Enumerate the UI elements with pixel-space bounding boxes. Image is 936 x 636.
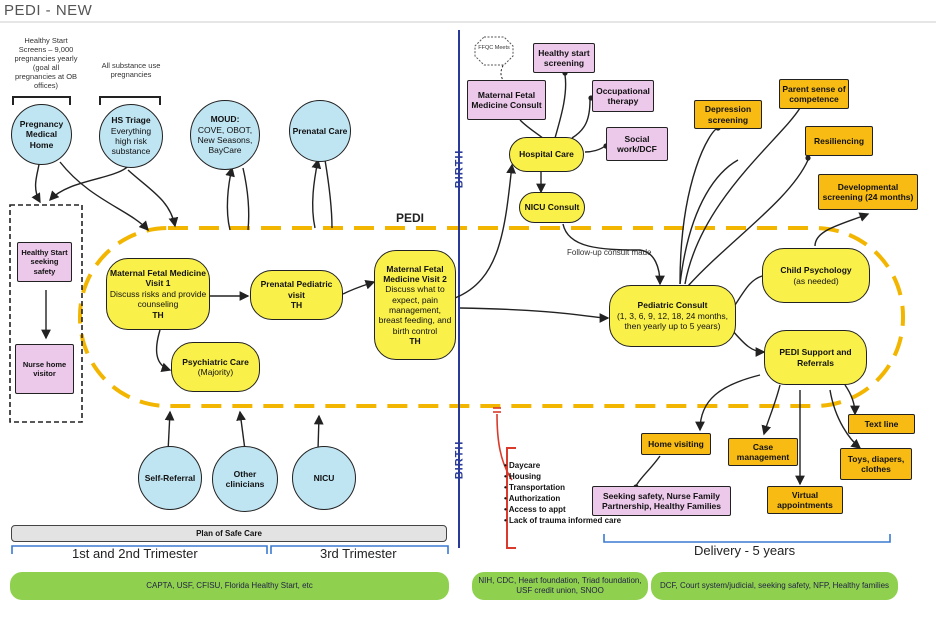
nurse-home-visitor-node[interactable]: Nurse home visitor: [15, 344, 74, 394]
birth-label-top: BIRTH: [453, 149, 466, 189]
parent-sense-of-competence-node[interactable]: Parent sense of competence: [779, 79, 849, 109]
nicu-consult-node[interactable]: NICU Consult: [519, 192, 585, 223]
psychiatric-care-body: (Majority): [197, 367, 234, 377]
note-substance-use: All substance use pregnancies: [101, 61, 161, 79]
resiliencing-node[interactable]: Resiliencing: [805, 126, 873, 156]
ffqc-octagon: [474, 36, 514, 66]
pediatric-consult-node[interactable]: Pediatric Consult (1, 3, 6, 9, 12, 18, 2…: [609, 285, 736, 347]
case-management-node[interactable]: Case management: [728, 438, 798, 466]
prenatal-care-node[interactable]: Prenatal Care: [289, 100, 351, 162]
virtual-appointments-node[interactable]: Virtual appointments: [767, 486, 843, 514]
prenatal-pediatric-visit-title: Prenatal Pediatric visit: [260, 279, 333, 300]
moud-body: COVE, OBOT, New Seasons, BayCare: [197, 124, 253, 156]
pedi-boundary: [78, 226, 905, 408]
self-referral-node[interactable]: Self-Referral: [138, 446, 202, 510]
home-visit-box: [9, 204, 83, 423]
child-psychology-title: Child Psychology: [780, 265, 852, 276]
trimester-1-2-label: 1st and 2nd Trimester: [72, 546, 198, 561]
mfm-visit-2-body: Discuss what to expect, pain management,…: [378, 284, 452, 336]
prenatal-pediatric-visit-node[interactable]: Prenatal Pediatric visit TH: [250, 270, 343, 320]
mfm-visit-1-title: Maternal Fetal Medicine Visit 1: [110, 268, 206, 289]
note-ffqc: FFQC Meets: [478, 45, 510, 51]
pregnancy-medical-home-node[interactable]: Pregnancy Medical Home: [11, 104, 72, 165]
birth-label-bottom: BIRTH: [453, 440, 466, 480]
note-followup: Follow-up consult made: [567, 248, 652, 257]
mfm-visit-1-node[interactable]: Maternal Fetal Medicine Visit 1 Discuss …: [106, 258, 210, 330]
barrier-item: Lack of trauma informed care: [504, 515, 621, 526]
pedi-label: PEDI: [396, 211, 425, 225]
depression-screening-node[interactable]: Depression screening: [694, 100, 762, 129]
mfm-visit-2-th: TH: [409, 336, 421, 347]
developmental-screening-node[interactable]: Developmental screening (24 months): [818, 174, 918, 210]
hs-triage-body: Everything high risk substance: [110, 125, 152, 157]
text-line-node[interactable]: Text line: [848, 414, 915, 434]
child-psychology-body: (as needed): [793, 275, 839, 286]
barrier-item: Access to appt: [504, 504, 621, 515]
other-clinicians-node[interactable]: Other clinicians: [212, 446, 278, 512]
funders-mid-bar: NIH, CDC, Heart foundation, Triad founda…: [472, 572, 648, 600]
healthy-start-screening-node[interactable]: Healthy start screening: [533, 43, 595, 73]
psychiatric-care-node[interactable]: Psychiatric Care (Majority): [171, 342, 260, 392]
prenatal-pediatric-visit-th: TH: [290, 300, 303, 311]
plan-of-safe-care-bar: Plan of Safe Care: [11, 525, 447, 542]
pediatric-consult-body: (1, 3, 6, 9, 12, 18, 24 months, then yea…: [616, 310, 729, 332]
mfm-visit-1-th: TH: [152, 309, 164, 320]
mfm-consult-node[interactable]: Maternal Fetal Medicine Consult: [467, 80, 546, 120]
mfm-visit-1-body: Discuss risks and provide counseling: [109, 288, 207, 310]
nicu-node[interactable]: NICU: [292, 446, 356, 510]
mfm-visit-2-node[interactable]: Maternal Fetal Medicine Visit 2 Discuss …: [374, 250, 456, 360]
healthy-start-seeking-safety-node[interactable]: Healthy Start seeking safety: [17, 242, 72, 282]
hospital-care-node[interactable]: Hospital Care: [509, 137, 584, 172]
moud-title: MOUD:: [210, 114, 240, 125]
funders-left-bar: CAPTA, USF, CFISU, Florida Healthy Start…: [10, 572, 449, 600]
child-psychology-node[interactable]: Child Psychology (as needed): [762, 248, 870, 303]
hs-triage-node[interactable]: HS Triage Everything high risk substance: [99, 104, 163, 168]
moud-node[interactable]: MOUD: COVE, OBOT, New Seasons, BayCare: [190, 100, 260, 170]
home-visiting-node[interactable]: Home visiting: [641, 433, 711, 455]
delivery-label: Delivery - 5 years: [694, 543, 796, 558]
funders-right-bar: DCF, Court system/judicial, seeking safe…: [651, 572, 898, 600]
hs-triage-title: HS Triage: [111, 115, 151, 126]
toys-diapers-clothes-node[interactable]: Toys, diapers, clothes: [840, 448, 912, 480]
note-healthy-start: Healthy Start Screens – 9,000 pregnancie…: [14, 36, 78, 90]
pediatric-consult-title: Pediatric Consult: [637, 300, 708, 311]
social-work-dcf-node[interactable]: Social work/DCF: [606, 127, 668, 161]
barrier-item: Authorization: [504, 493, 621, 504]
barrier-item: Transportation: [504, 482, 621, 493]
barrier-item: Housing: [504, 471, 621, 482]
occupational-therapy-node[interactable]: Occupational therapy: [592, 80, 654, 112]
trimester-3-label: 3rd Trimester: [320, 546, 397, 561]
mfm-visit-2-title: Maternal Fetal Medicine Visit 2: [383, 263, 447, 284]
barrier-item: Daycare: [504, 460, 621, 471]
psychiatric-care-title: Psychiatric Care: [182, 356, 249, 367]
barriers-list: Daycare Housing Transportation Authoriza…: [504, 460, 621, 526]
page-title: PEDI - NEW: [4, 2, 93, 19]
pedi-support-referrals-node[interactable]: PEDI Support and Referrals: [764, 330, 867, 385]
